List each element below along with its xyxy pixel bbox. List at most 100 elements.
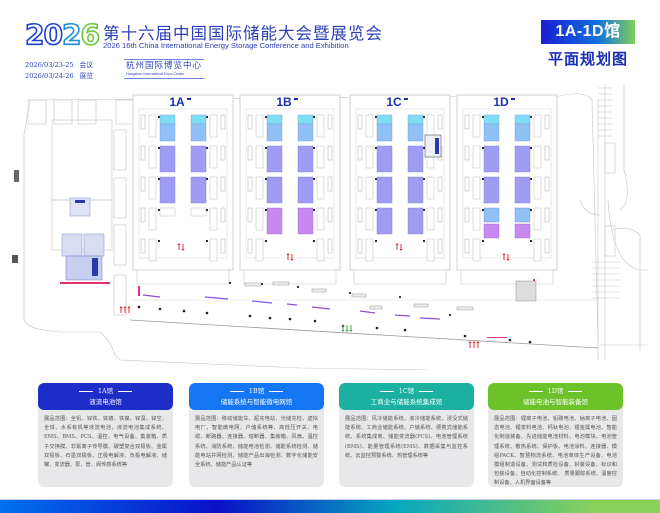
parking-lot-upper — [598, 87, 612, 137]
arrow-head — [181, 249, 185, 251]
pillar — [205, 146, 209, 150]
small-booth — [316, 145, 325, 169]
pillar — [529, 146, 533, 150]
venue-name-en: Hangzhou International Expo Center — [126, 72, 185, 76]
pillar — [157, 177, 161, 181]
arrows-layer — [119, 243, 510, 348]
small-booth — [209, 207, 218, 231]
hall-card-theme: 液流电池馆 — [89, 398, 122, 406]
service-building — [113, 129, 127, 171]
booth — [407, 123, 424, 142]
pillar — [529, 177, 533, 181]
entrance-arrows-1a — [177, 243, 185, 251]
logo-year-2026: 2026 — [24, 17, 101, 52]
side-booth — [437, 176, 443, 192]
small-booth — [148, 238, 157, 262]
booth — [483, 123, 500, 142]
side-booth — [247, 207, 253, 223]
side-booth — [327, 207, 333, 223]
road-curve — [611, 228, 641, 350]
side-booth — [464, 145, 470, 161]
side-booth — [437, 207, 443, 223]
road-curve — [607, 199, 648, 271]
entrance-arrows-1b — [286, 253, 294, 261]
hall-1d: 1D — [456, 94, 558, 285]
schedule-event: 展览 — [79, 72, 93, 80]
hall-label: 1A — [169, 95, 185, 109]
hall-card-1c: 1C馆 工商业与储能系统集成馆 展品范围：风冷储能系统、液冷储能系统、浸没式储能… — [339, 383, 474, 487]
small-booth — [426, 238, 435, 262]
hall-card-1a: 1A馆 液流电池馆 展品范围：全钒、锌铁、铁铬、铁镍、锌溴、锌空、全铁、水系有机… — [38, 383, 173, 487]
booth — [407, 176, 424, 204]
booth — [266, 207, 283, 235]
small-booth — [316, 114, 325, 138]
small-booth — [533, 114, 542, 138]
small-booth — [365, 114, 374, 138]
entrance-arrows-south — [468, 341, 480, 348]
hall-label: 1C — [386, 95, 402, 109]
divider — [269, 390, 284, 392]
hall-outline — [456, 94, 558, 271]
side-booth — [437, 114, 443, 130]
booth — [483, 114, 500, 125]
entrance-arrows-1d — [502, 253, 510, 261]
pillar — [529, 115, 533, 119]
arrow-head — [468, 341, 472, 343]
small-booth — [365, 176, 374, 200]
divider — [379, 390, 394, 392]
pillar — [422, 115, 426, 119]
pillar — [312, 239, 316, 243]
special-booth-inner — [435, 138, 439, 154]
arrow-head — [177, 243, 181, 245]
exit-arrows — [341, 325, 353, 332]
side-booth — [357, 207, 363, 223]
divider — [568, 390, 583, 392]
hall-inner — [462, 108, 552, 259]
booth — [190, 114, 207, 125]
arrow-head — [341, 330, 345, 332]
floor-plan-title: 平面规划图 — [547, 50, 628, 68]
pillar — [312, 146, 316, 150]
arrow-head — [399, 249, 403, 251]
hall-card-theme: 储能系统与智能微电网馆 — [220, 398, 293, 406]
small-booth — [533, 176, 542, 200]
arrow-head — [349, 330, 353, 332]
booth — [514, 207, 531, 223]
divider — [419, 390, 434, 392]
pillar — [422, 177, 426, 181]
arrow-head — [476, 341, 480, 343]
booth — [514, 114, 531, 125]
pillar — [264, 115, 268, 119]
small-booth — [148, 145, 157, 169]
side-booth — [140, 145, 146, 161]
side-booth — [357, 145, 363, 161]
hall-inner — [355, 108, 445, 259]
parking-booth — [604, 142, 616, 174]
booth — [376, 176, 393, 204]
small-booth — [209, 114, 218, 138]
service-building — [53, 99, 73, 125]
hall-inner — [245, 108, 335, 259]
footer-gradient-bar — [0, 500, 660, 513]
parking-booth — [604, 225, 616, 257]
logo-digit: 2 — [24, 17, 45, 52]
small-booth — [148, 176, 157, 200]
side-booth — [437, 238, 443, 254]
small-booth — [472, 114, 481, 138]
hall-card-header: 1B馆 储能系统与智能微电网馆 — [189, 383, 324, 410]
booth — [483, 176, 500, 204]
arrow-head — [119, 306, 123, 308]
small-booth — [148, 207, 157, 231]
side-booth — [247, 114, 253, 130]
pillar — [205, 115, 209, 119]
small-booth — [255, 238, 264, 262]
side-booth — [140, 114, 146, 130]
small-booth — [365, 238, 374, 262]
hall-card-description: 展品范围：锂离子电池、铅碳电池、钠离子电池、固态电池、锂浆料电池、钙钛电池、锂金… — [494, 416, 617, 487]
pillar — [481, 239, 485, 243]
booth — [514, 145, 531, 173]
road-edge — [619, 85, 628, 211]
booth — [159, 145, 176, 173]
service-building — [113, 274, 127, 316]
